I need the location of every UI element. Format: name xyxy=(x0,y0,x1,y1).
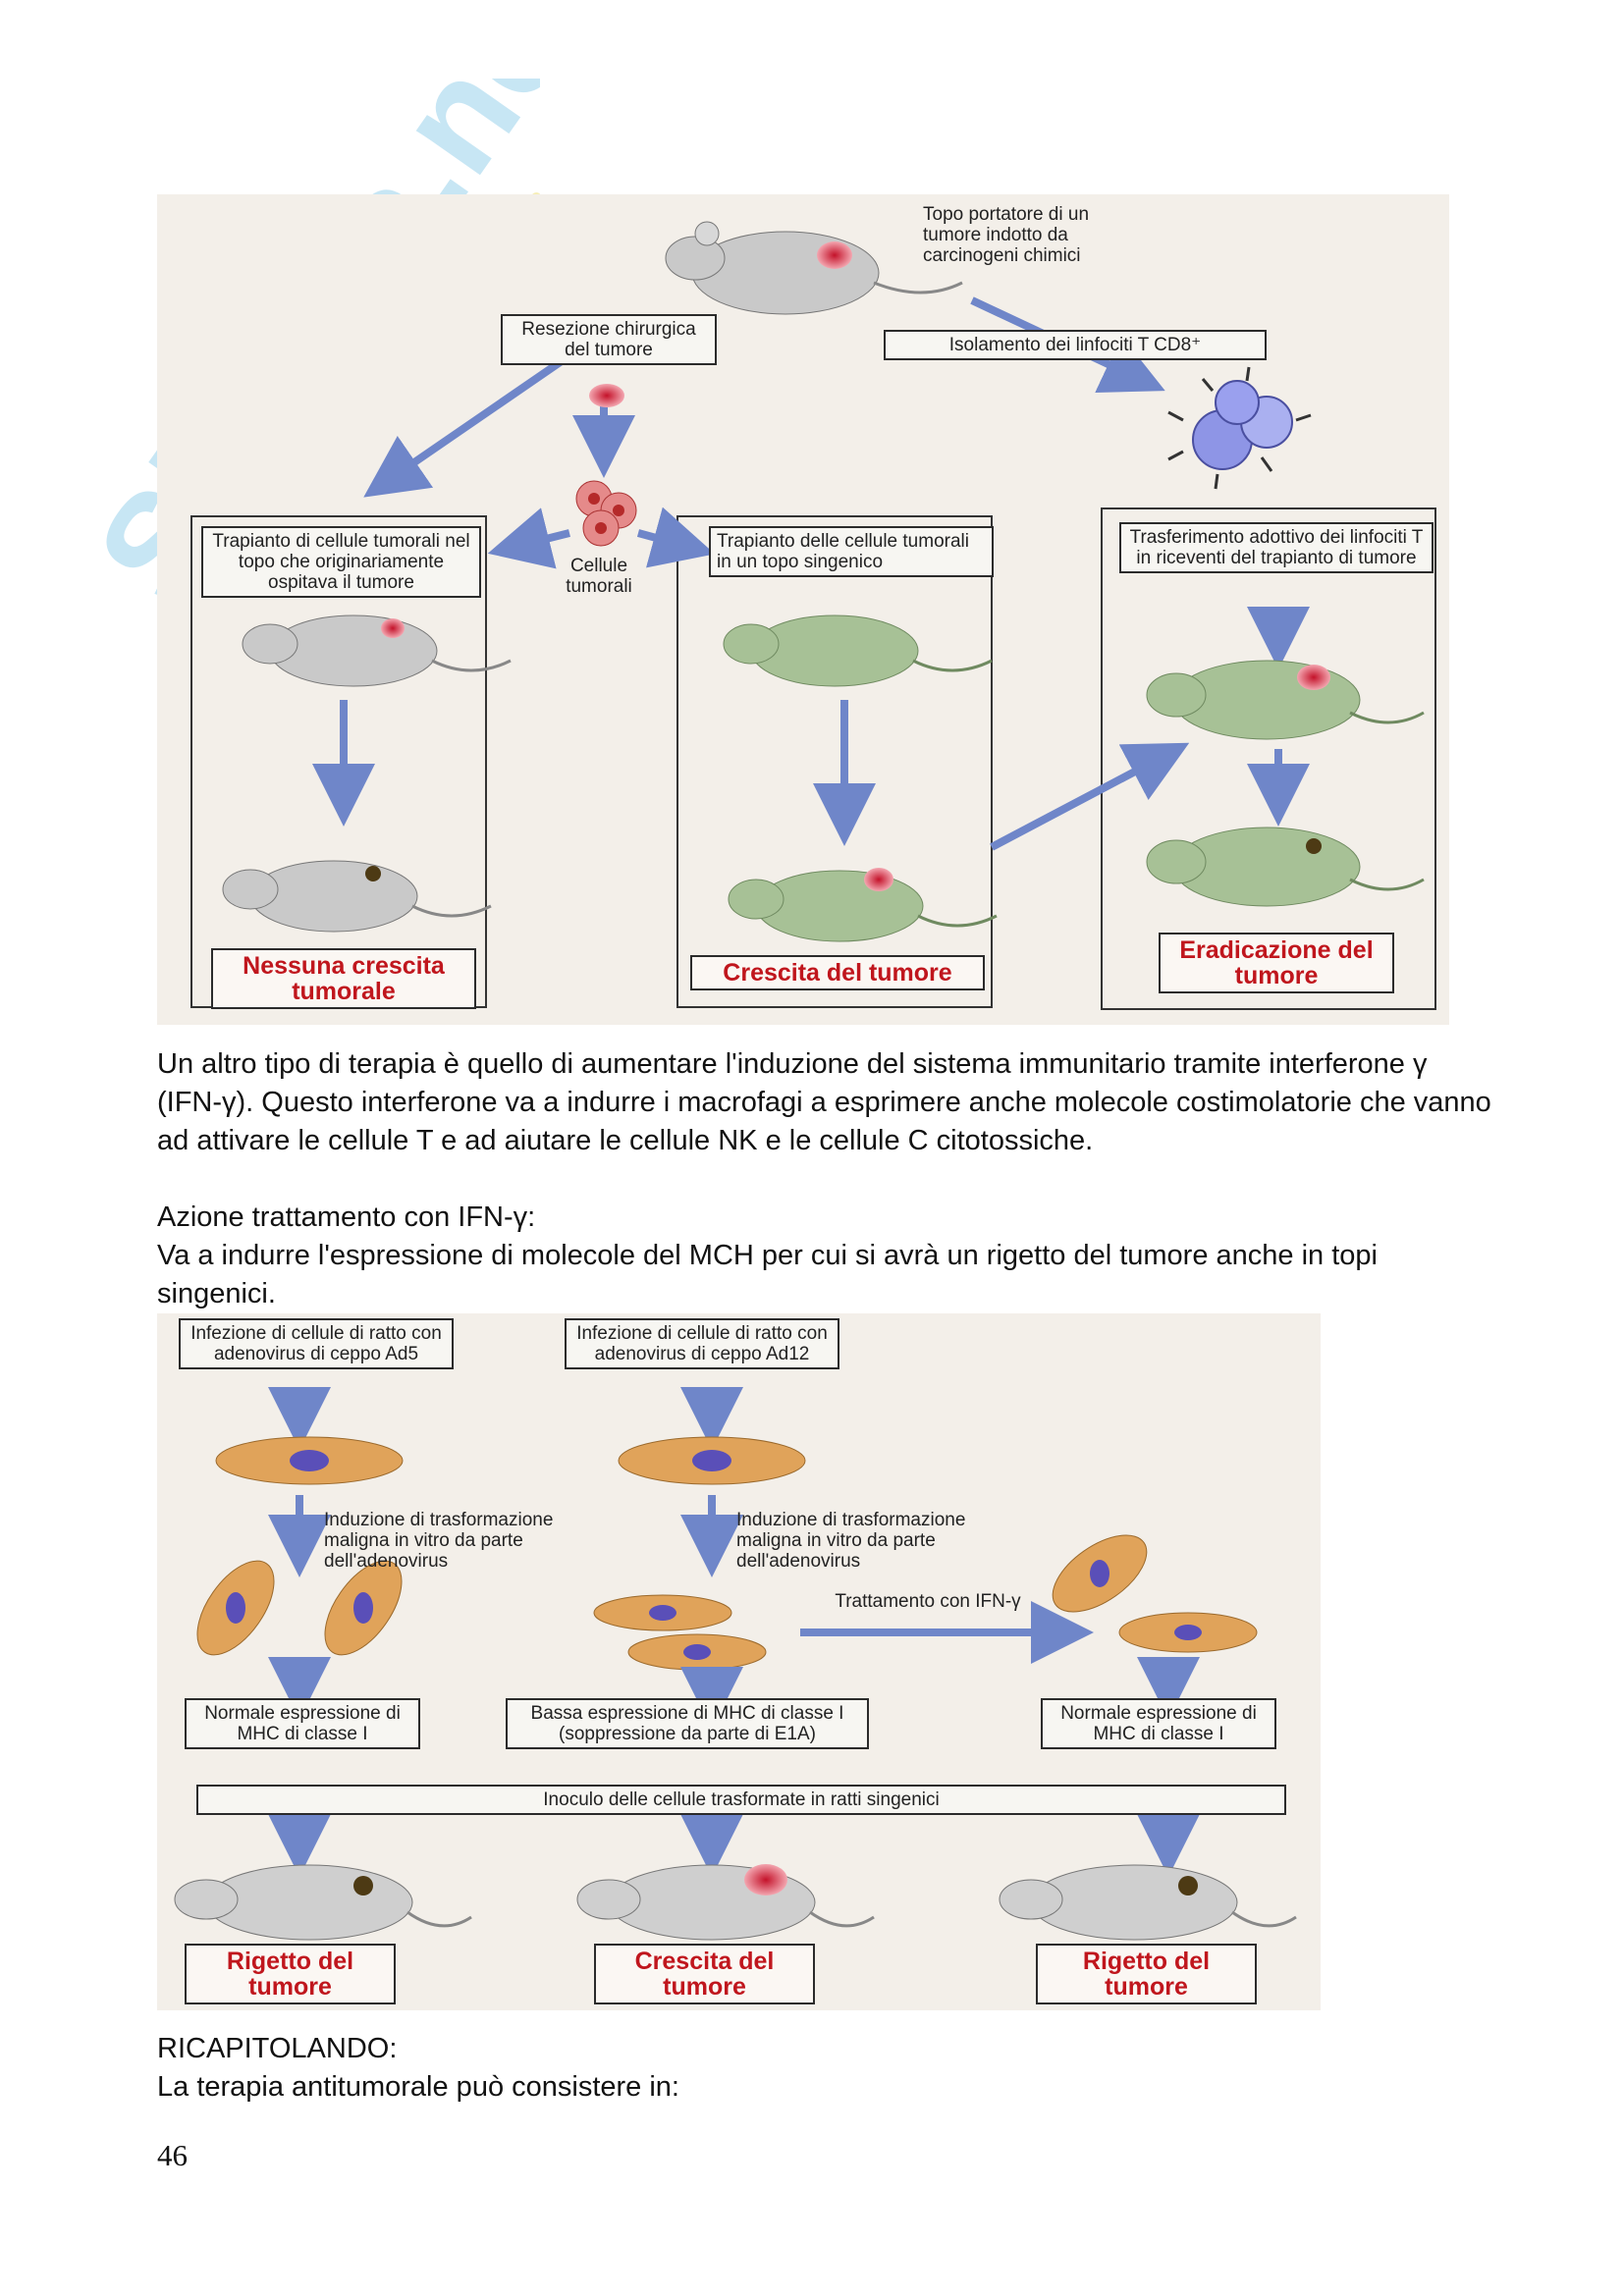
rat-middle xyxy=(577,1864,874,1940)
label-infection-ad12: Infezione di cellule di ratto con adenov… xyxy=(565,1318,839,1369)
label-transplant-syngeneic: Trapianto delle cellule tumorali in un t… xyxy=(709,526,994,577)
label-tumor-cells: Cellule tumorali xyxy=(545,556,653,597)
mouse-left-2 xyxy=(223,861,491,932)
label-isolation: Isolamento dei linfociti T CD8⁺ xyxy=(884,330,1267,360)
figure-tumor-immunity: Topo portatore di un tumore indotto da c… xyxy=(157,194,1449,1025)
figure2-drawing xyxy=(157,1313,1321,2010)
label-adoptive-transfer: Trasferimento adottivo dei linfociti T i… xyxy=(1119,522,1434,573)
rat-right xyxy=(1000,1865,1296,1940)
label-transplant-original: Trapianto di cellule tumorali nel topo c… xyxy=(201,526,481,598)
resected-tumor-icon xyxy=(589,384,624,407)
heading-recap: RICAPITOLANDO: xyxy=(157,2030,1492,2068)
label-tumor-mouse: Topo portatore di un tumore indotto da c… xyxy=(923,204,1149,266)
figure-adenovirus-mhc: Infezione di cellule di ratto con adenov… xyxy=(157,1313,1321,2010)
label-transformation-left: Induzione di trasformazione maligna in v… xyxy=(324,1510,589,1572)
paragraph-mhc-expression: Va a indurre l'espressione di molecole d… xyxy=(157,1237,1492,1313)
result-rejection-left: Rigetto del tumore xyxy=(185,1944,396,2004)
label-resection: Resezione chirurgica del tumore xyxy=(501,314,717,365)
page-number: 46 xyxy=(157,2138,188,2173)
line-ifn-action: Azione trattamento con IFN-γ: xyxy=(157,1199,1492,1237)
rat-left xyxy=(175,1865,471,1940)
result-no-growth: Nessuna crescita tumorale xyxy=(211,948,476,1009)
tumor-cells-icon xyxy=(576,481,636,546)
label-mhc-low: Bassa espressione di MHC di classe I (so… xyxy=(506,1698,869,1749)
mouse-right-2 xyxy=(1147,828,1424,906)
label-inoculation: Inoculo delle cellule trasformate in rat… xyxy=(196,1785,1286,1815)
mouse-right-1 xyxy=(1147,661,1424,739)
result-rejection-right: Rigetto del tumore xyxy=(1036,1944,1257,2004)
mouse-left-1 xyxy=(243,615,511,686)
paragraph-ifn-therapy: Un altro tipo di terapia è quello di aum… xyxy=(157,1045,1492,1160)
cd8-lymphocytes-icon xyxy=(1168,367,1311,489)
line-antitumor-therapy: La terapia antitumorale può consistere i… xyxy=(157,2068,1492,2107)
mouse-middle-2 xyxy=(729,868,997,941)
result-tumor-eradication: Eradicazione del tumore xyxy=(1159,933,1394,993)
label-ifn-treatment: Trattamento con IFN-γ xyxy=(830,1591,1026,1612)
result-tumor-growth: Crescita del tumore xyxy=(690,955,985,990)
label-mhc-normal-left: Normale espressione di MHC di classe I xyxy=(185,1698,420,1749)
figure1-drawing xyxy=(157,194,1449,1025)
label-transformation-middle: Induzione di trasformazione maligna in v… xyxy=(736,1510,1001,1572)
tumor-icon xyxy=(817,241,852,269)
result-growth-middle: Crescita del tumore xyxy=(594,1944,815,2004)
label-infection-ad5: Infezione di cellule di ratto con adenov… xyxy=(179,1318,454,1369)
mouse-middle-1 xyxy=(724,615,992,686)
top-mouse xyxy=(666,222,962,314)
label-mhc-normal-right: Normale espressione di MHC di classe I xyxy=(1041,1698,1276,1749)
